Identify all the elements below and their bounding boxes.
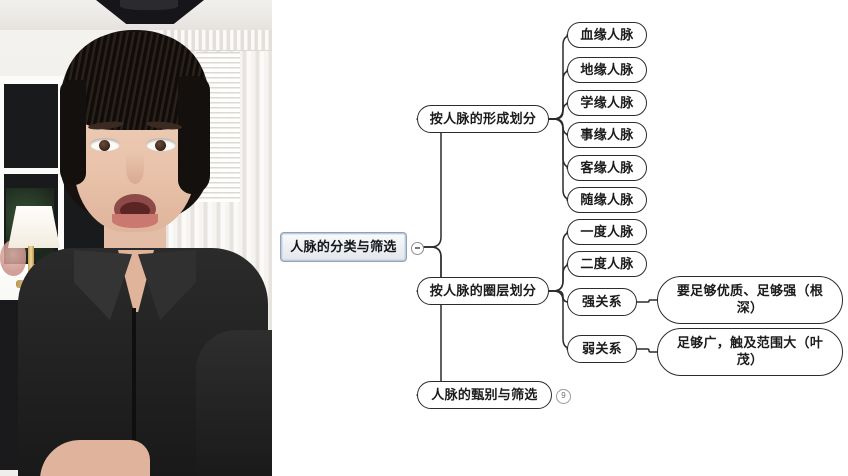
person-shirt-placket <box>132 308 136 458</box>
mindmap-connector <box>416 118 452 248</box>
mindmap-connector <box>416 246 452 396</box>
leaf-label: 二度人脉 <box>580 255 634 271</box>
person-hand <box>40 440 150 476</box>
branch-label: 人脉的甄别与筛选 <box>431 386 538 402</box>
person-hair-left <box>60 80 86 185</box>
person-arm <box>196 330 272 476</box>
mindmap-leaf-academic[interactable]: 学缘人脉 <box>567 90 647 116</box>
minus-icon <box>415 247 420 249</box>
person-lower-lip <box>112 214 158 228</box>
mindmap-leaf-weak-tie[interactable]: 弱关系 <box>567 335 637 363</box>
mindmap-branch-formation[interactable]: 按人脉的形成划分 <box>417 105 549 133</box>
root-collapse-toggle[interactable] <box>411 241 424 255</box>
lamp-stem <box>28 246 34 282</box>
mindmap-connector <box>636 299 658 303</box>
person-iris-right <box>155 140 166 151</box>
lamp-shade <box>8 206 60 248</box>
mindmap-leaf-work[interactable]: 事缘人脉 <box>567 122 647 148</box>
leaf-label: 客缘人脉 <box>580 159 634 175</box>
mindmap-connector <box>636 348 658 353</box>
note-label: 要足够优质、足够强（根深） <box>676 283 824 315</box>
ceiling-light-fixture <box>120 0 178 10</box>
leaf-label: 一度人脉 <box>580 223 634 239</box>
leaf-label: 随缘人脉 <box>580 191 634 207</box>
mindmap-root-label: 人脉的分类与筛选 <box>290 238 397 254</box>
leaf-label: 血缘人脉 <box>580 26 634 42</box>
mindmap-note-weak-tie[interactable]: 足够广，触及范围大（叶茂） <box>657 328 843 376</box>
leaf-label: 地缘人脉 <box>580 61 634 77</box>
person-nose <box>126 152 144 184</box>
leaf-label: 事缘人脉 <box>580 126 634 142</box>
mindmap-leaf-strong-tie[interactable]: 强关系 <box>567 288 637 316</box>
mindmap-leaf-geographic[interactable]: 地缘人脉 <box>567 57 647 83</box>
mindmap-leaf-second-degree[interactable]: 二度人脉 <box>567 251 647 277</box>
mindmap-leaf-first-degree[interactable]: 一度人脉 <box>567 219 647 245</box>
mindmap-branch-circle[interactable]: 按人脉的圈层划分 <box>417 277 549 305</box>
leaf-label: 强关系 <box>582 293 622 309</box>
mindmap-canvas[interactable]: 人脉的分类与筛选 按人脉的形成划分 血缘人脉 地缘人脉 学缘人脉 事缘人脉 客缘… <box>272 0 848 476</box>
leaf-label: 学缘人脉 <box>580 94 634 110</box>
person-iris-left <box>99 140 110 151</box>
note-label: 足够广，触及范围大（叶茂） <box>676 335 824 367</box>
mindmap-leaf-blood[interactable]: 血缘人脉 <box>567 22 647 48</box>
branch-label: 按人脉的圈层划分 <box>429 282 537 298</box>
person-hair-right <box>178 76 210 194</box>
branch-label: 按人脉的形成划分 <box>429 110 537 126</box>
child-count-badge[interactable]: 9 <box>556 388 571 404</box>
mindmap-branch-screening[interactable]: 人脉的甄别与筛选 <box>417 381 552 409</box>
mindmap-note-strong-tie[interactable]: 要足够优质、足够强（根深） <box>657 276 843 324</box>
mindmap-root-node[interactable]: 人脉的分类与筛选 <box>280 232 407 262</box>
leaf-label: 弱关系 <box>582 340 622 356</box>
video-frame <box>0 0 272 476</box>
mindmap-leaf-customer[interactable]: 客缘人脉 <box>567 155 647 181</box>
mindmap-leaf-chance[interactable]: 随缘人脉 <box>567 187 647 213</box>
